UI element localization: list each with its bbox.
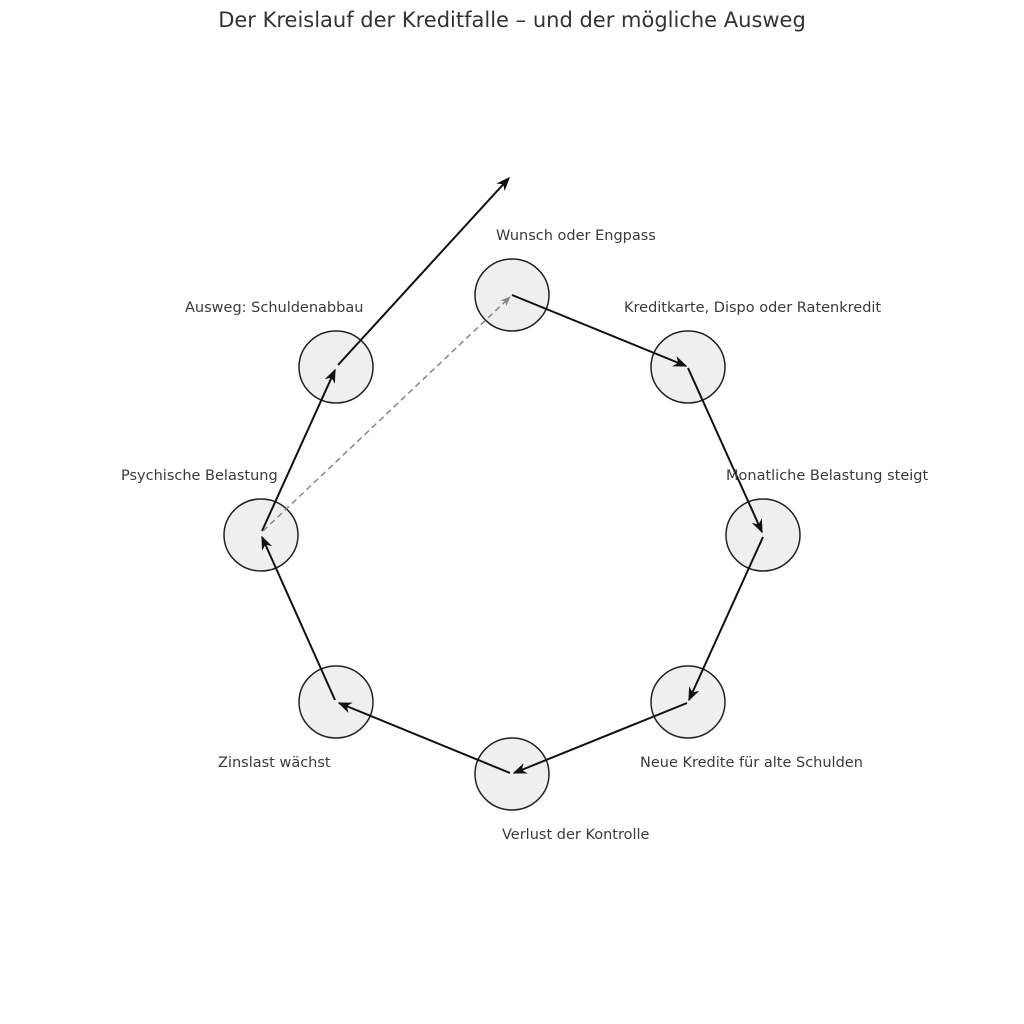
label-neue-kredite: Neue Kredite für alte Schulden [640, 755, 863, 771]
arrow-kreditkarte-to-belastung [687, 367, 763, 534]
node-kontrolle [474, 737, 550, 811]
arrow-wunsch-to-kreditkarte [511, 294, 688, 367]
node-kreditkarte [650, 330, 726, 404]
label-kreditkarte: Kreditkarte, Dispo oder Ratenkredit [624, 300, 881, 316]
label-ausweg: Ausweg: Schuldenabbau [185, 300, 363, 316]
arrow-psychisch-to-wunsch-dashed [262, 296, 511, 532]
node-psychisch [223, 498, 299, 572]
diagram-title: Der Kreislauf der Kreditfalle – und der … [218, 8, 806, 32]
node-ausweg [298, 330, 374, 404]
arrow-ausweg-exit [337, 176, 510, 366]
node-belastung [725, 498, 801, 572]
label-zinslast: Zinslast wächst [218, 755, 331, 771]
node-zinslast [298, 665, 374, 739]
node-neue-kredite [650, 665, 726, 739]
label-psychisch: Psychische Belastung [121, 468, 278, 484]
arrow-kontrolle-to-zinslast [337, 702, 511, 774]
label-wunsch: Wunsch oder Engpass [496, 228, 656, 244]
label-belastung: Monatliche Belastung steigt [726, 468, 929, 484]
label-kontrolle: Verlust der Kontrolle [502, 827, 650, 843]
arrow-psychisch-to-ausweg [261, 368, 336, 532]
arrow-zinslast-to-psychisch [261, 535, 336, 701]
arrow-neue-kredite-to-kontrolle [512, 702, 688, 774]
arrow-belastung-to-neue-kredite [688, 536, 764, 702]
